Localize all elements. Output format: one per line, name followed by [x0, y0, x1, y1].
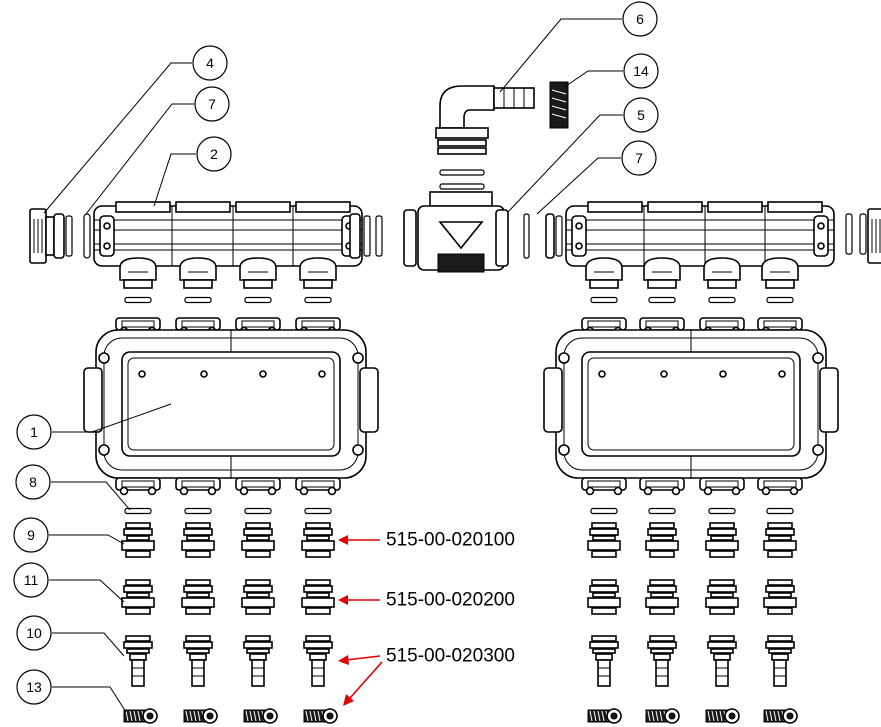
balloon-8-label: 8: [29, 474, 37, 490]
balloon-10: 10: [16, 615, 52, 651]
part-group-left: [29, 201, 383, 724]
valve-body-part-1-left: [83, 329, 379, 479]
balloon-7b: 7: [621, 140, 657, 176]
balloon-5: 5: [623, 97, 659, 133]
manifold-rail-part-2-right: [565, 201, 835, 267]
balloon-14-label: 14: [633, 63, 649, 79]
balloon-7a-label: 7: [208, 96, 216, 112]
balloon-1: 1: [16, 414, 52, 450]
balloon-6: 6: [622, 1, 658, 37]
balloon-13-label: 13: [26, 679, 42, 695]
arrow-row-10: [345, 655, 381, 661]
elbow-fitting-part-6: [439, 85, 495, 129]
red-callouts: [338, 535, 383, 706]
part-number-row-9: 515-00-020100: [386, 530, 515, 551]
balloon-7b-label: 7: [635, 150, 643, 166]
balloon-4-label: 4: [206, 55, 214, 71]
part-number-row-11: 515-00-020200: [386, 590, 515, 611]
part-group-center: [403, 81, 569, 273]
balloon-1-label: 1: [30, 424, 38, 440]
leader-lines: [43, 18, 623, 713]
arrow-row-13: [349, 661, 383, 699]
balloon-7a: 7: [194, 86, 230, 122]
balloon-2-label: 2: [210, 146, 218, 162]
balloon-10-label: 10: [26, 625, 42, 641]
part-number-row-10: 515-00-020300: [386, 646, 515, 667]
balloon-9-label: 9: [27, 527, 35, 543]
valve-body-part-1-right: [543, 329, 839, 479]
balloon-14: 14: [623, 53, 659, 89]
balloon-4: 4: [192, 45, 228, 81]
balloon-2: 2: [196, 136, 232, 172]
spring-clip-part-14: [549, 81, 569, 129]
balloon-11: 11: [13, 562, 49, 598]
balloon-8: 8: [15, 464, 51, 500]
balloon-13: 13: [16, 669, 52, 705]
balloon-9: 9: [13, 517, 49, 553]
o-ring-part-7-left: [83, 213, 91, 259]
balloon-6-label: 6: [636, 11, 644, 27]
balloon-5-label: 5: [637, 107, 645, 123]
manifold-rail-part-2-left: [93, 201, 363, 267]
balloon-11-label: 11: [24, 572, 39, 588]
part-group-right: [543, 201, 881, 724]
end-plug-part-4: [29, 208, 55, 264]
